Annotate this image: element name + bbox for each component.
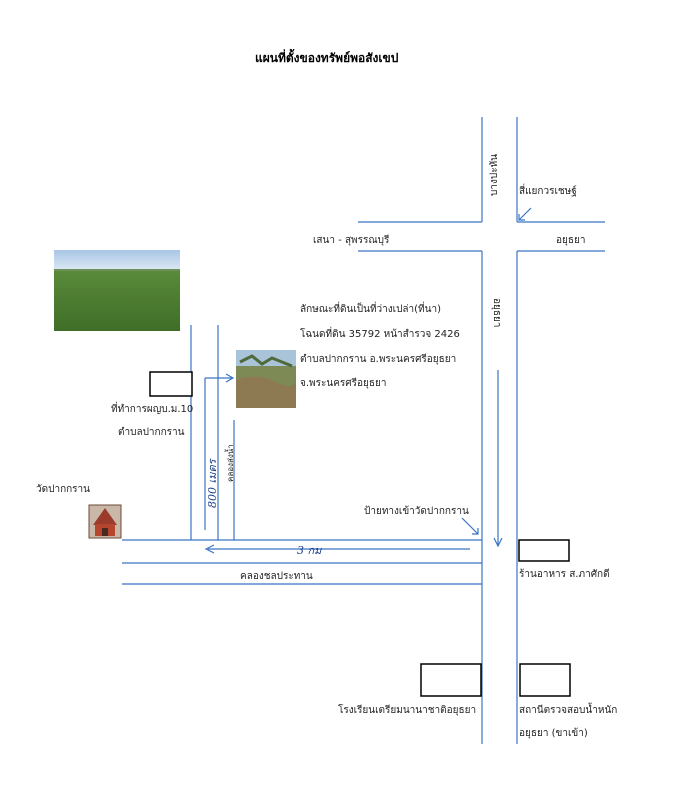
arrow-3km-head xyxy=(204,544,215,554)
arrow-main-down-head xyxy=(493,537,503,548)
box-restaurant xyxy=(518,539,570,562)
label-ayutthaya-vertical: อยุธยา xyxy=(491,298,502,328)
box-school xyxy=(420,663,482,697)
label-school: โรงเรียนเตรียมนานาชาติอยุธยา xyxy=(338,705,477,716)
arrow-property-head xyxy=(225,373,235,383)
label-subdistrict-office: ที่ทำการผญบ.ม.10 xyxy=(111,404,194,415)
label-sena-suphanburi: เสนา - สุพรรณบุรี xyxy=(313,235,390,246)
property-line-3: ตำบลปากกราน อ.พระนครศรีอยุธยา xyxy=(300,354,457,365)
label-wat: วัดปากกราน xyxy=(36,484,91,495)
arrow-intersection-head xyxy=(518,214,525,221)
handwritten-800m: 800 เมตร xyxy=(206,459,219,508)
label-ayutthaya-road: อยุธยา xyxy=(556,235,586,246)
property-line-4: จ.พระนครศรีอยุธยา xyxy=(300,378,387,389)
label-restaurant: ร้านอาหาร ส.ภาศักดี xyxy=(519,569,610,580)
box-weigh-station xyxy=(519,663,571,697)
arrow-intersection-line xyxy=(518,207,532,221)
label-subdistrict-name: ตำบลปากกราน xyxy=(118,427,185,438)
property-line-1: ลักษณะที่ดินเป็นที่ว่างเปล่า(ที่นา) xyxy=(300,304,442,315)
property-line-2: โฉนดที่ดิน 35792 หน้าสำรวจ 2426 xyxy=(300,329,460,340)
arrow-wat-sign-line xyxy=(461,517,479,535)
road-lines xyxy=(122,117,605,744)
label-khlong-cholprathan: คลองชลประทาน xyxy=(240,571,313,582)
label-khlong-songnam: คลองส่งน้ำ xyxy=(226,444,235,482)
box-subdistrict-office xyxy=(149,371,193,397)
label-intersection: สี่แยกวรเชษฐ์ xyxy=(519,186,577,197)
arrow-wat-sign-head xyxy=(472,528,479,535)
arrows xyxy=(204,207,532,554)
handwritten-3km: 3 กม xyxy=(297,544,322,557)
map-title: แผนที่ตั้งของทรัพย์พอสังเขป xyxy=(255,51,399,65)
label-bangpahan: บางปะหัน xyxy=(489,154,500,196)
property-photo xyxy=(236,350,296,408)
building-boxes xyxy=(149,371,571,697)
field-photo xyxy=(54,250,180,331)
label-wat-sign: ป้ายทางเข้าวัดปากกราน xyxy=(364,506,469,517)
temple-photo xyxy=(88,504,122,539)
label-weigh-station-2: อยุธยา (ขาเข้า) xyxy=(519,728,588,739)
label-weigh-station-1: สถานีตรวจสอบน้ำหนัก xyxy=(519,705,618,716)
